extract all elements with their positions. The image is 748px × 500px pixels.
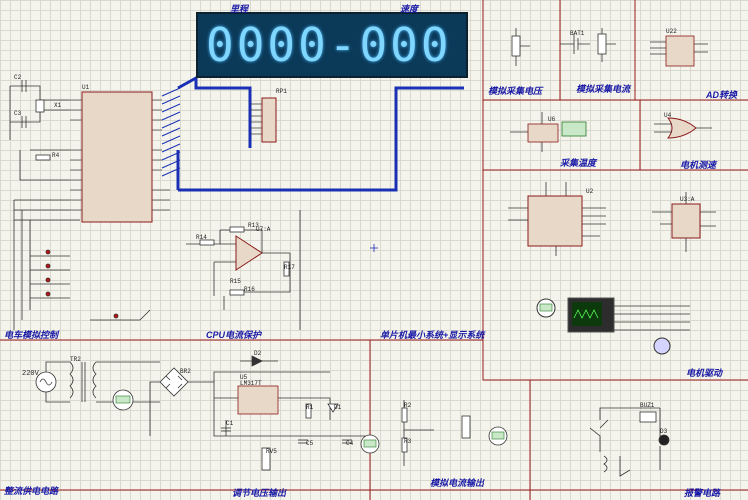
title-mcu-display-system: 单片机最小系统+显示系统 — [380, 330, 485, 340]
label-u3a: U3:A — [680, 196, 695, 203]
display-label-mileage: 里程 — [230, 4, 249, 14]
label-r17: R17 — [284, 264, 295, 271]
label-r14: R14 — [196, 234, 207, 241]
title-ad-conversion: AD转换 — [706, 90, 737, 100]
label-u5: U5 — [240, 374, 248, 381]
label-c1: C1 — [226, 420, 234, 427]
title-current-sampling: 模拟采集电流 — [576, 84, 631, 94]
label-220v: 220V — [22, 370, 39, 378]
label-c5: C5 — [306, 440, 314, 447]
label-bat1: BAT1 — [570, 30, 585, 37]
display-digits: 0000-000 — [206, 18, 452, 72]
label-r15: R15 — [230, 278, 241, 285]
label-r4: R4 — [52, 152, 60, 159]
label-c4: C4 — [346, 440, 354, 447]
label-d2: D2 — [254, 350, 262, 357]
label-r16: R16 — [244, 286, 255, 293]
label-u7a: U7:A — [256, 226, 271, 233]
title-motor-speed: 电机测速 — [680, 160, 717, 170]
label-d1: D1 — [334, 404, 342, 411]
label-br2: BR2 — [180, 368, 191, 375]
label-x1: X1 — [54, 102, 62, 109]
label-r13: R13 — [248, 222, 259, 229]
title-regulated-output: 调节电压输出 — [232, 488, 287, 498]
title-cpu-current-protect: CPU电流保护 — [206, 330, 262, 340]
label-rp1: RP1 — [276, 88, 287, 95]
label-r1: R1 — [306, 404, 314, 411]
label-c3: C3 — [14, 110, 22, 117]
title-voltage-sampling: 模拟采集电压 — [488, 86, 543, 96]
label-u6-temp: U6 — [548, 116, 556, 123]
label-u4: U4 — [664, 112, 672, 119]
label-r2: R2 — [404, 402, 412, 409]
label-tr2: TR2 — [70, 356, 81, 363]
title-alarm: 报警电路 — [684, 488, 721, 498]
title-analog-current-output: 模拟电流输出 — [430, 478, 485, 488]
label-u1: U1 — [82, 84, 90, 91]
label-rv5: RV5 — [266, 448, 277, 455]
label-u2: U2 — [586, 188, 594, 195]
display-label-speed: 速度 — [400, 4, 419, 14]
label-r3: R3 — [404, 438, 412, 445]
title-temperature-sampling: 采集温度 — [560, 158, 597, 168]
label-d3: D3 — [660, 428, 668, 435]
title-rectifier-supply: 整流供电电路 — [4, 486, 59, 496]
label-buz1: BUZ1 — [640, 402, 655, 409]
label-u5-value: LM317T — [240, 380, 262, 387]
title-ev-sim-control: 电车模拟控制 — [4, 330, 59, 340]
seven-segment-display: 0000-000 — [196, 12, 468, 78]
label-u22: U22 — [666, 28, 677, 35]
title-motor-drive: 电机驱动 — [686, 368, 723, 378]
label-c2: C2 — [14, 74, 22, 81]
